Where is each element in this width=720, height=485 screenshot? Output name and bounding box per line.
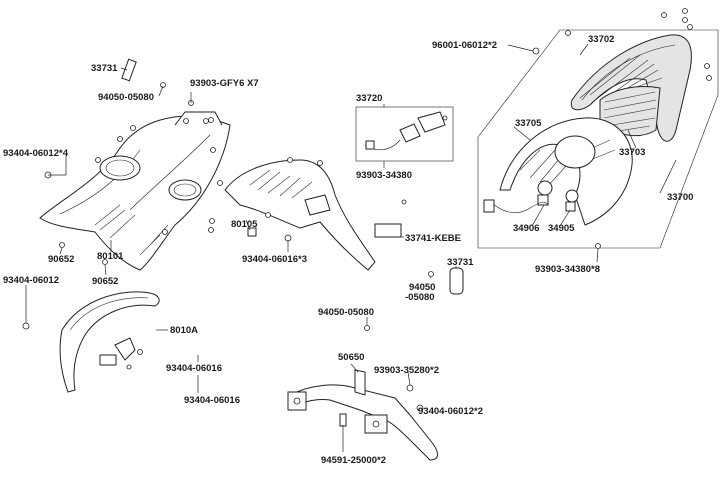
part-number-labels: 33731 94050-05080 93903-GFY6 X7 93404-06… [3,34,693,466]
bulb-socket-34906 [537,180,553,206]
label-93903-35280-2: 93903-35280*2 [374,365,439,376]
leader-lines [25,43,677,452]
label-8010a: 8010A [170,325,198,336]
label-93404-06012: 93404-06012 [3,275,59,286]
label-33700: 33700 [667,192,693,203]
label-96001-06012-2: 96001-06012*2 [432,40,497,51]
label-33720: 33720 [356,93,382,104]
label-93404-06012-2: 93404-06012*2 [418,406,483,417]
license-light-assembly [355,106,454,162]
reflector-33731-part [449,267,464,295]
label-33705: 33705 [515,118,542,129]
label-93903-34380-8: 93903-34380*8 [535,264,600,275]
tail-light-assembly [477,8,719,249]
label-90652-b: 90652 [92,276,118,287]
housing-part [499,117,633,226]
label-05080-b: -05080 [405,292,435,303]
tail-lens-part [570,34,692,142]
label-94050-05080-top: 94050-05080 [98,92,154,103]
front-fender-part [22,291,160,393]
label-93903-gfy6: 93903-GFY6 X7 [190,78,259,89]
grab-rail-bracket-part [287,325,438,461]
label-33731-mid: 33731 [447,257,474,268]
label-34905: 34905 [548,223,575,234]
label-90652-a: 90652 [48,254,74,265]
license-light-frame [355,106,454,162]
label-50650: 50650 [338,352,364,363]
label-93404-06012-4: 93404-06012*4 [3,148,69,159]
label-93404-06016-b: 93404-06016 [184,395,240,406]
bulb-socket-34905 [565,189,579,212]
label-80101: 80101 [97,251,124,262]
label-34906: 34906 [513,223,539,234]
label-94050-a: 94050 [409,282,435,293]
label-94591-25000-2: 94591-25000*2 [321,455,386,466]
label-33702: 33702 [588,34,614,45]
assembly-frame [477,29,719,249]
label-93404-06016-a: 93404-06016 [166,363,222,374]
screws-80101 [44,58,223,265]
label-33703: 33703 [619,147,645,158]
label-93903-34380: 93903-34380 [356,170,412,181]
label-33741-kebe: 33741-KEBE [405,233,461,244]
label-80105: 80105 [231,219,258,230]
label-94050-05080-mid: 94050-05080 [318,307,374,318]
screws-top [532,8,712,81]
label-93404-06016-3: 93404-06016*3 [242,254,307,265]
reflector-bracket-part [374,223,402,238]
label-33731-top: 33731 [91,63,118,74]
rear-fender-part [208,157,376,271]
rear-undercover-part [39,111,231,271]
inner-lens-part [599,86,661,137]
